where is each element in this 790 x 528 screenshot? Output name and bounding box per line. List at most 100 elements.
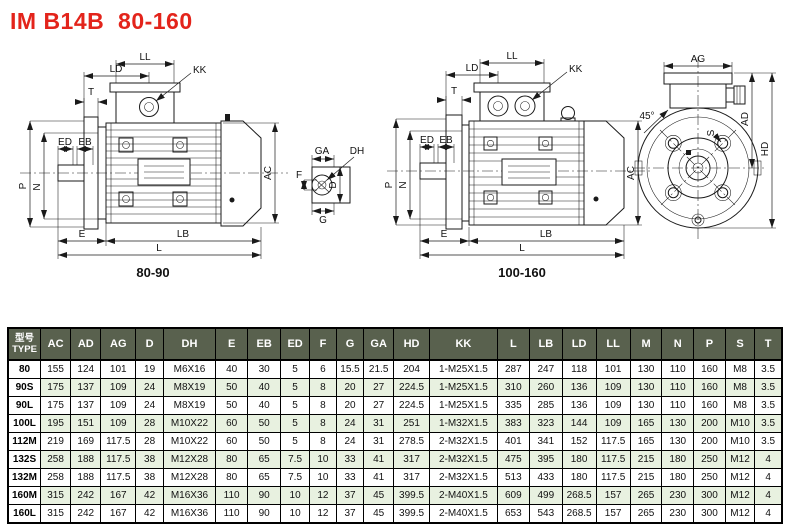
motor-outline — [20, 82, 288, 230]
spec-cell: 10 — [309, 468, 337, 487]
spec-cell: 251 — [392, 414, 431, 433]
bolt-details — [483, 136, 553, 205]
spec-cell: M8X19 — [163, 396, 216, 415]
spec-cell: 250 — [693, 450, 726, 469]
spec-cell: 109 — [100, 378, 137, 397]
spec-cell: 169 — [70, 432, 102, 451]
spec-cell: 175 — [39, 396, 72, 415]
spec-cell: 513 — [496, 468, 531, 487]
dim-label-t: T — [88, 87, 94, 98]
spec-cell: 219 — [39, 432, 72, 451]
spec-cell: M8X19 — [163, 378, 216, 397]
spec-cell: 110 — [661, 396, 695, 415]
dim-label-n: N — [398, 181, 409, 188]
drawing-shaft-detail: GA DH F D G — [296, 146, 364, 226]
dim-label-ed: ED — [420, 135, 434, 146]
spec-cell: 5 — [279, 396, 311, 415]
spec-cell: 136 — [561, 378, 597, 397]
spec-cell: 130 — [629, 359, 663, 379]
spec-cell: 117.5 — [595, 432, 631, 451]
spec-cell: 5 — [279, 378, 311, 397]
spec-cell: 653 — [496, 504, 531, 524]
dim-label-ld: LD — [466, 63, 479, 74]
spec-cell: 110 — [214, 504, 249, 524]
spec-cell: 109 — [595, 396, 631, 415]
dim-label-l: L — [156, 243, 162, 254]
spec-cell: 4 — [754, 450, 783, 469]
spec-cell: 20 — [335, 378, 365, 397]
spec-cell: 28 — [135, 432, 165, 451]
spec-cell: 8 — [309, 432, 337, 451]
dim-label-ld: LD — [110, 64, 123, 75]
spec-cell: 215 — [629, 450, 663, 469]
dim-label-dh: DH — [350, 146, 364, 157]
spec-cell: M8 — [724, 378, 756, 397]
spec-cell: 27 — [363, 378, 394, 397]
spec-cell: 65 — [247, 450, 281, 469]
spec-cell: 31 — [363, 414, 394, 433]
spec-cell: 60 — [214, 414, 249, 433]
spec-cell: 2-M40X1.5 — [429, 504, 498, 524]
col-header-t: T — [754, 327, 783, 361]
spec-cell: 130 — [661, 432, 695, 451]
col-header-m: M — [629, 327, 663, 361]
spec-cell: 3.5 — [754, 396, 783, 415]
dim-label-eb: EB — [78, 137, 92, 148]
spec-cell: 230 — [661, 504, 695, 524]
spec-cell: 399.5 — [392, 486, 431, 505]
terminal-box — [109, 82, 181, 124]
spec-cell: 230 — [661, 486, 695, 505]
type-header-cn: 型号 — [14, 333, 34, 344]
spec-cell: 50 — [247, 432, 281, 451]
spec-cell: 543 — [529, 504, 563, 524]
spec-cell: 33 — [335, 450, 365, 469]
spec-cell: 180 — [661, 468, 695, 487]
spec-cell: 317 — [392, 450, 431, 469]
spec-cell: 110 — [661, 359, 695, 379]
spec-cell: M8 — [724, 396, 756, 415]
col-header-d: D — [135, 327, 165, 361]
spec-cell: 124 — [70, 359, 102, 379]
spec-cell: 90 — [247, 486, 281, 505]
col-header-f: F — [309, 327, 337, 361]
dimensions: LL LD KK T ED EB P N E LB — [384, 51, 642, 259]
dim-label-ga: GA — [315, 146, 330, 157]
spec-cell: 258 — [39, 468, 72, 487]
spec-cell: 180 — [561, 450, 597, 469]
spec-cell: M16X36 — [163, 486, 216, 505]
spec-cell: M12 — [724, 504, 756, 524]
dim-label-e: E — [441, 229, 448, 240]
spec-cell: 315 — [39, 504, 72, 524]
shaft-hole — [685, 155, 711, 181]
spec-cell: 180 — [561, 468, 597, 487]
spec-cell: M8 — [724, 359, 756, 379]
spec-cell: 109 — [595, 414, 631, 433]
spec-cell: 200 — [693, 432, 726, 451]
spec-cell: 167 — [100, 504, 137, 524]
spec-cell: M10X22 — [163, 414, 216, 433]
spec-cell: 41 — [363, 468, 394, 487]
spec-cell: 157 — [595, 486, 631, 505]
spec-cell: 110 — [214, 486, 249, 505]
spec-cell: 80 — [214, 468, 249, 487]
spec-cell: 260 — [529, 378, 563, 397]
spec-cell: 45 — [363, 486, 394, 505]
spec-cell: 1-M25X1.5 — [429, 396, 498, 415]
spec-cell: 2-M40X1.5 — [429, 486, 498, 505]
spec-cell: 6 — [309, 359, 337, 379]
spec-cell: 341 — [529, 432, 563, 451]
spec-cell: 21.5 — [363, 359, 394, 379]
dim-label-ad: AD — [740, 112, 751, 126]
spec-cell: 1-M25X1.5 — [429, 378, 498, 397]
spec-cell: 4 — [754, 468, 783, 487]
spec-cell: 37 — [335, 504, 365, 524]
spec-cell: 5 — [279, 414, 311, 433]
terminal-box — [473, 82, 551, 122]
spec-cell: 258 — [39, 450, 72, 469]
dim-label-e: E — [79, 229, 86, 240]
spec-cell: 165 — [629, 432, 663, 451]
